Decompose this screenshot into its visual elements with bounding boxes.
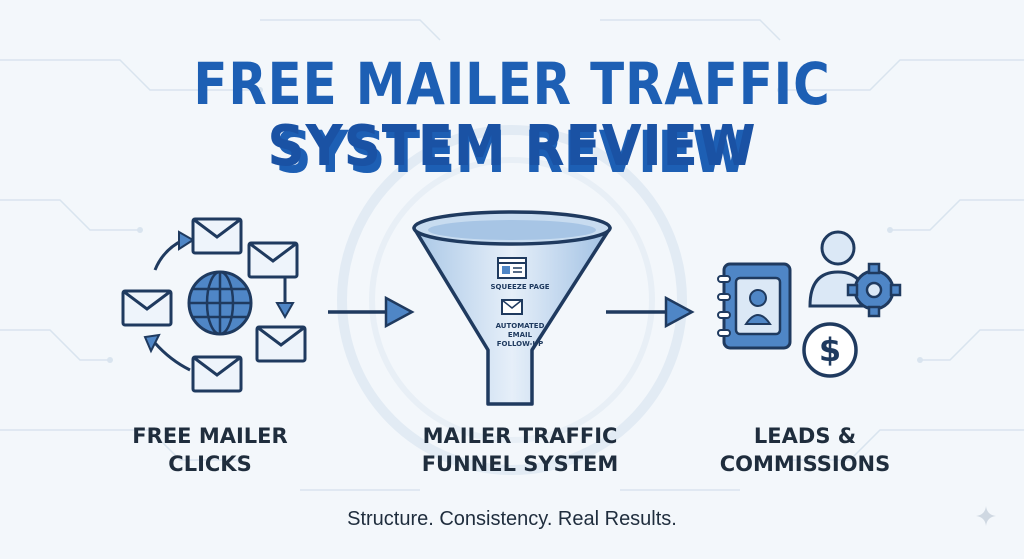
leads-commissions-graphic: $ <box>717 230 902 378</box>
envelope-icon <box>121 289 173 327</box>
web-page-icon <box>497 257 527 279</box>
envelope-icon <box>247 241 299 279</box>
envelope-icon <box>191 217 243 255</box>
step-label-leads-commissions: LEADS &COMMISSIONS <box>719 424 891 476</box>
globe-icon <box>187 270 253 336</box>
user-gear-icon <box>808 230 902 318</box>
funnel-icon <box>412 210 612 406</box>
envelope-icon <box>255 325 307 363</box>
sparkle-icon <box>976 506 996 526</box>
arrow-icon <box>606 295 695 329</box>
funnel-stage-line-2: EMAIL <box>507 331 533 339</box>
svg-text:$: $ <box>819 331 841 369</box>
funnel-stage-line-1: AUTOMATED <box>495 322 545 330</box>
tagline: Structure. Consistency. Real Results. <box>347 508 677 530</box>
funnel-stage-line-3: FOLLOW-UP <box>496 340 544 348</box>
arrow-head-2 <box>275 302 295 320</box>
page-subtitle: SYSTEM REVIEW <box>267 114 757 179</box>
email-at-icon <box>501 299 523 315</box>
funnel-stage-squeeze-page: SQUEEZE PAGE <box>490 283 550 291</box>
envelope-icon <box>191 355 243 393</box>
dollar-coin-icon: $ <box>802 322 858 378</box>
arrow-head-3 <box>143 333 161 354</box>
arrow-head-1 <box>178 230 195 251</box>
free-mailer-clicks-graphic <box>121 217 307 393</box>
address-book-icon <box>717 262 792 350</box>
arrow-icon <box>328 295 415 329</box>
page-title: FREE MAILER TRAFFIC SYSTEM REVIEW <box>193 50 831 186</box>
